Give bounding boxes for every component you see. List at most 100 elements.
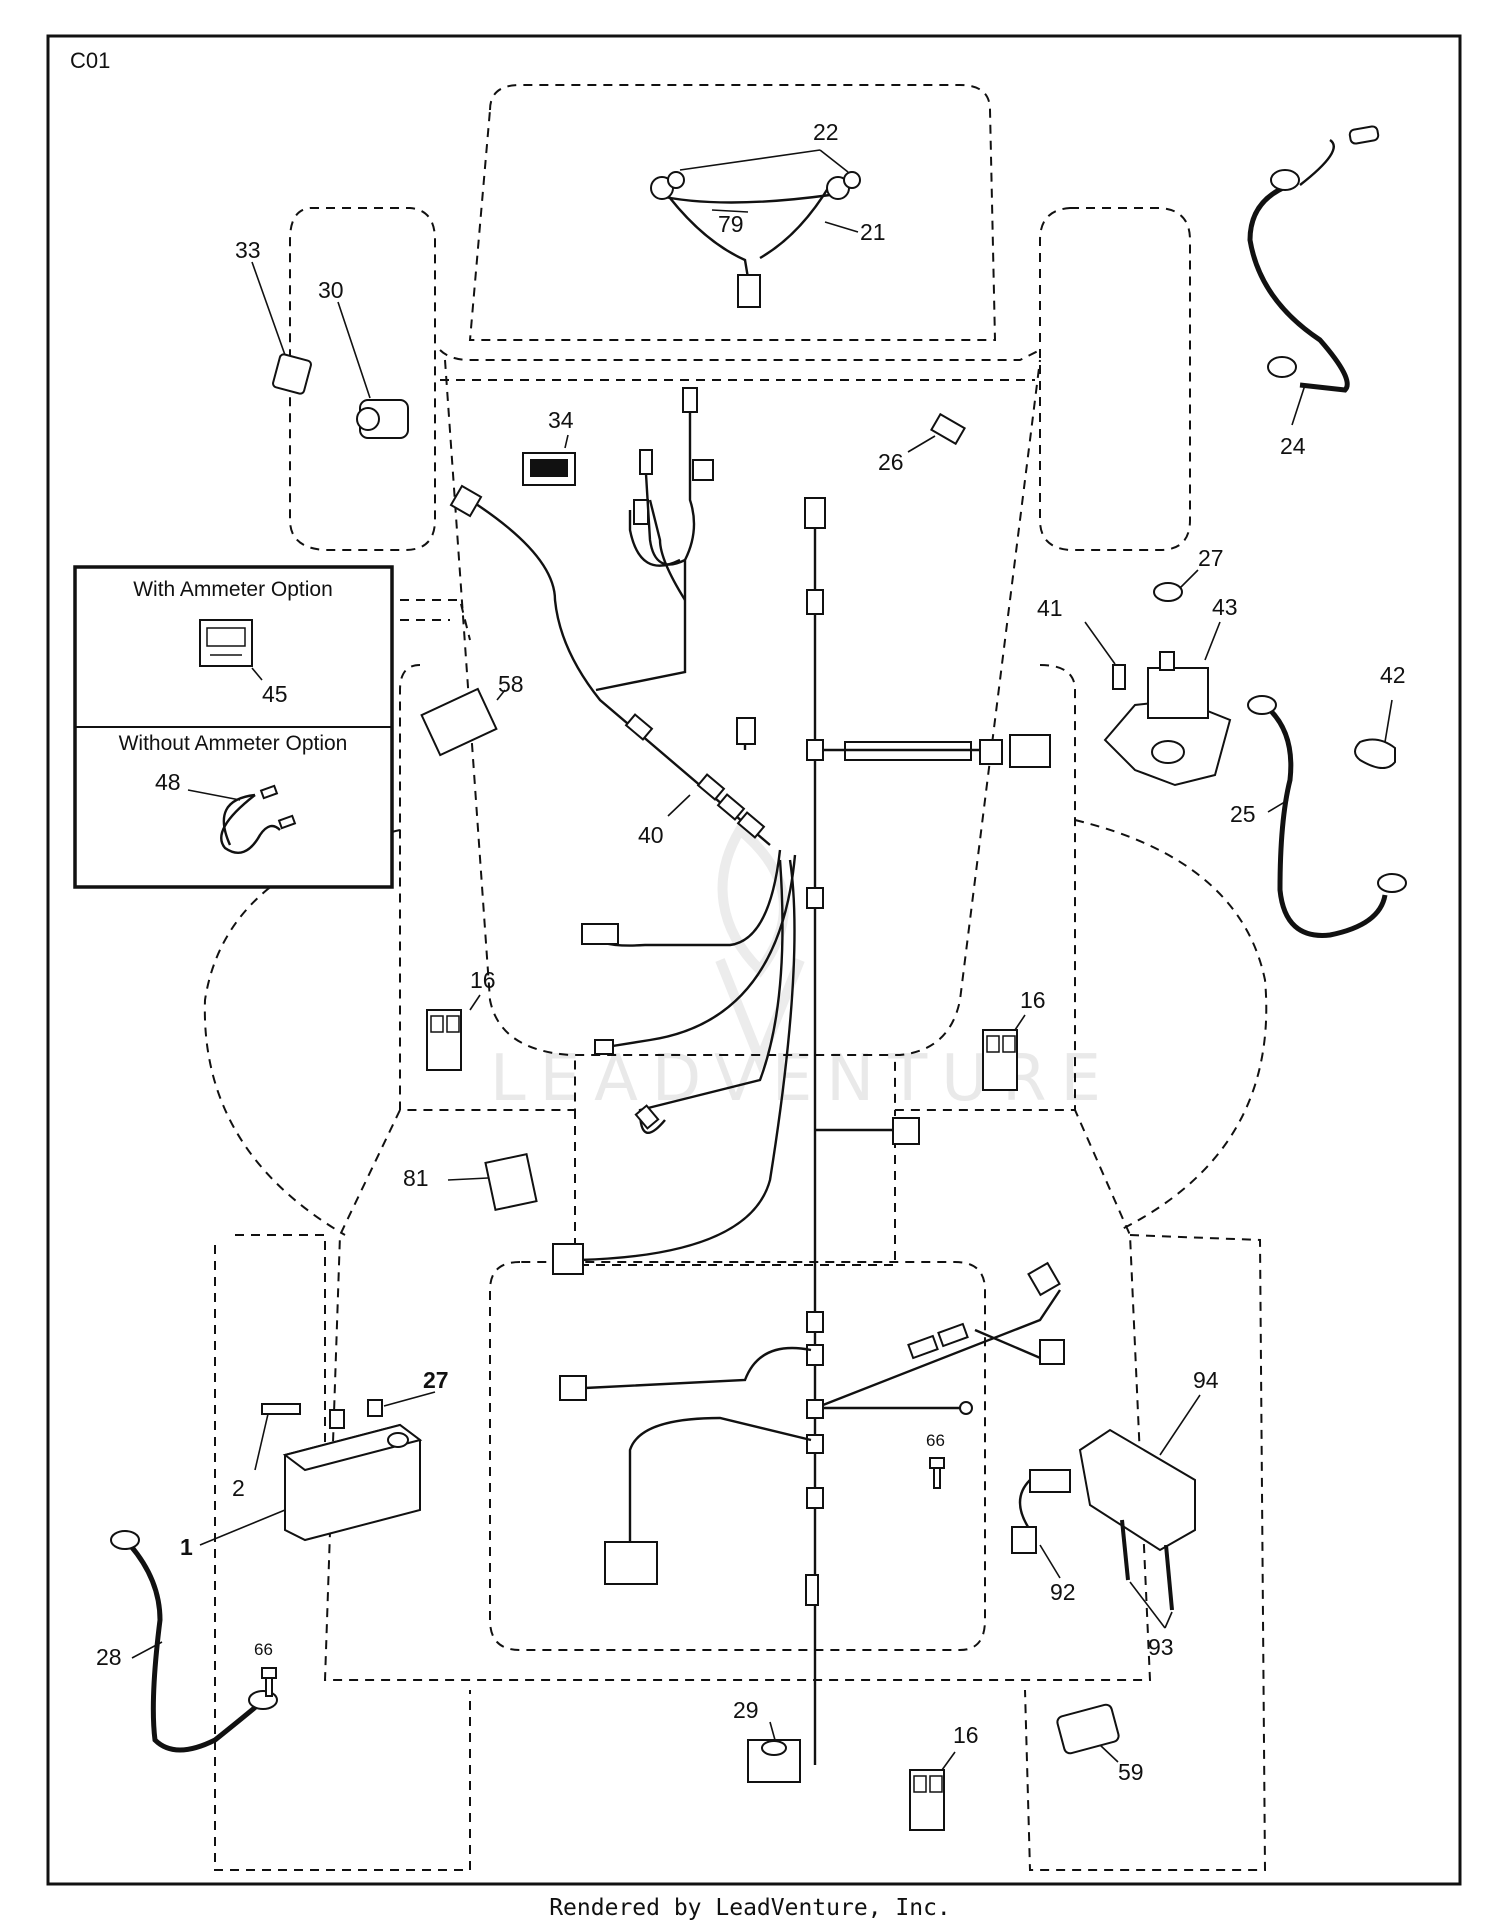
tractor-outline [203, 84, 1268, 1871]
relay-right: 16 [982, 987, 1046, 1091]
callout-29: 29 [733, 1697, 759, 1723]
callout-28: 28 [96, 1644, 122, 1670]
module-59: 59 [1056, 1703, 1144, 1785]
screw-66-right: 66 [926, 1431, 945, 1489]
battery-nut: 27 [367, 1367, 449, 1417]
jumper-wire-icon [220, 784, 297, 854]
module-icon [420, 687, 498, 757]
callout-41: 41 [1037, 595, 1063, 621]
callout-79: 79 [718, 211, 744, 237]
callout-81: 81 [403, 1165, 429, 1191]
harness-connector-icon [449, 484, 483, 518]
callout-27-top: 27 [1198, 545, 1224, 571]
callout-92: 92 [1050, 1579, 1076, 1605]
watermark: LEADVENTURE [490, 1042, 1115, 1116]
left-fender-outline [399, 664, 576, 1111]
callout-93: 93 [1148, 1634, 1174, 1660]
rear-right-outline [1024, 1234, 1267, 1871]
callout-45: 45 [262, 681, 288, 707]
panel-connector-lines [400, 599, 471, 641]
front-wheel-right-outline [1039, 207, 1191, 551]
main-wire-harness: 40 [449, 387, 1065, 1765]
screw-icon [261, 1667, 277, 1679]
right-fender-outline [894, 664, 1076, 1111]
diagram-frame [46, 34, 1462, 1886]
screw-icon [929, 1457, 945, 1469]
nut-icon [1153, 582, 1183, 602]
harness-sleeves [624, 713, 766, 839]
relay-81: 81 [403, 1152, 538, 1212]
headlight-plug-icon [737, 274, 761, 308]
cable-24 [1247, 182, 1350, 393]
fuse: 26 [878, 412, 966, 475]
rear-wheel-right-outline [1074, 819, 1268, 1231]
callout-34: 34 [548, 407, 574, 433]
callout-27-battery: 27 [423, 1367, 449, 1393]
ignition-module-icon [1078, 1428, 1196, 1552]
callout-25: 25 [1230, 801, 1256, 827]
bolt-icon [1112, 664, 1126, 690]
cable-25 [1268, 708, 1388, 938]
callout-21: 21 [860, 219, 886, 245]
lower-left-connector-icon [552, 1243, 584, 1275]
ammeter-icon [199, 619, 253, 667]
callout-16-left: 16 [470, 967, 496, 993]
diagram-code: C01 [70, 48, 110, 73]
relay-icon [426, 1009, 462, 1071]
relay-left: 16 [426, 967, 496, 1071]
callout-59: 59 [1118, 1759, 1144, 1785]
callout-40: 40 [638, 822, 664, 848]
ring-terminal-icon [110, 1530, 140, 1550]
callout-42: 42 [1380, 662, 1406, 688]
terminal-boot-icon [1354, 738, 1396, 769]
hood-outline [468, 84, 997, 341]
callout-2: 2 [232, 1475, 245, 1501]
headlight-wire-bridge [654, 193, 831, 204]
callout-16-right: 16 [1020, 987, 1046, 1013]
ring-terminal-icon [1247, 695, 1277, 715]
callout-1: 1 [180, 1534, 193, 1560]
callout-43: 43 [1212, 594, 1238, 620]
ring-terminal-icon [1270, 169, 1300, 191]
ring-terminal-icon [1377, 873, 1407, 893]
callout-58: 58 [498, 671, 524, 697]
deck-outline [489, 1261, 986, 1651]
headlight-harness: 22 79 21 [650, 119, 886, 308]
ignition-switch: 30 [318, 277, 409, 439]
module-plug: 92 [1011, 1469, 1076, 1605]
plug-icon [1029, 1469, 1071, 1493]
callout-33: 33 [235, 237, 261, 263]
side-connector-icon [1009, 734, 1051, 768]
nut-icon [367, 1399, 383, 1417]
callout-22: 22 [813, 119, 839, 145]
harness-branch-mid [648, 499, 687, 601]
callout-94: 94 [1193, 1367, 1219, 1393]
ignition-key-icon [272, 353, 312, 395]
ring-terminal-icon [1267, 356, 1297, 378]
plug-icon [581, 923, 619, 945]
body-center-outline [444, 359, 1041, 1056]
terminal-boot: 42 [1354, 662, 1406, 769]
ammeter-options-panel: With Ammeter Option Without Ammeter Opti… [73, 565, 394, 889]
seat-pan-outline [574, 1110, 896, 1266]
cable-28 [128, 1543, 260, 1753]
rear-wheel-left-outline [203, 829, 401, 1236]
solenoid-bolt: 41 [1037, 595, 1126, 690]
relay-bottom: 16 [909, 1722, 979, 1831]
ignition-module: 94 [1078, 1367, 1219, 1552]
rear-chassis-outline [323, 1109, 1152, 1681]
with-ammeter-title: With Ammeter Option [133, 578, 333, 601]
without-ammeter-title: Without Ammeter Option [119, 732, 348, 755]
pto-connector-icon [604, 1541, 658, 1585]
rocker-switch: 34 [522, 407, 576, 486]
callout-16-bottom: 16 [953, 1722, 979, 1748]
harness-trunk-upper [469, 498, 771, 846]
battery: 1 [180, 1409, 423, 1560]
front-axle-outline [439, 349, 1041, 361]
cable-boot-icon [1348, 125, 1380, 145]
module-screws: 93 [1120, 1519, 1174, 1660]
callout-26: 26 [878, 449, 904, 475]
callout-30: 30 [318, 277, 344, 303]
